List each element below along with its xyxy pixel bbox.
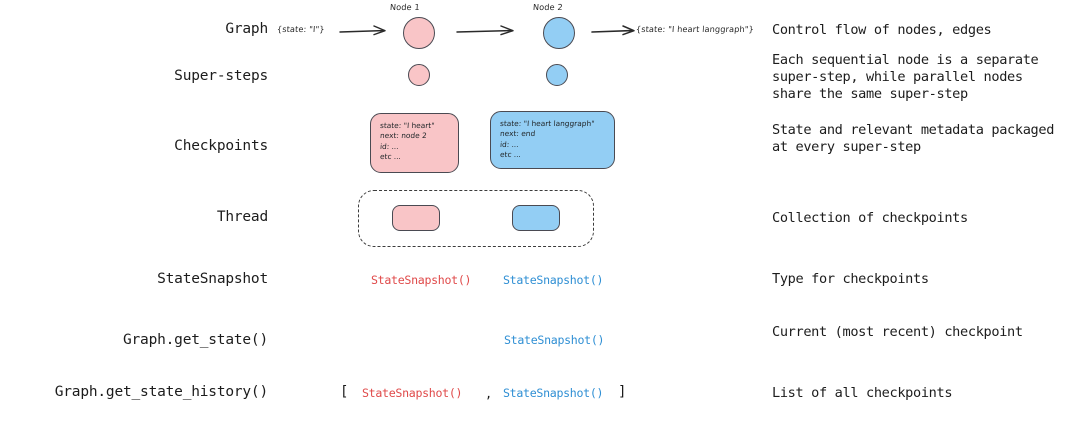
checkpoint-pink-line-4: etc ... [379,152,402,162]
checkpoint-pink-line-1: state: "I heart" [379,121,435,130]
node1-caption: Node 1 [389,2,421,12]
input-state-label: {state: "I"} [276,24,326,34]
get-state-token-blue: StateSnapshot() [504,333,605,347]
description-super-steps-line-2: super-step, while parallel nodes [772,69,1023,85]
description-get-state-line-1: Current (most recent) checkpoint [772,324,1023,340]
description-get-state-history-line-1: List of all checkpoints [772,385,953,401]
checkpoint-box-blue: state: "I heart langgraph" next: end id:… [490,111,615,169]
edge-arrow-1 [339,25,386,36]
history-token-pink: StateSnapshot() [362,386,463,400]
description-checkpoints-line-1: State and relevant metadata packaged [772,122,1055,138]
history-close-bracket: ] [618,384,627,400]
checkpoint-blue-line-2: next: end [499,129,536,139]
description-get-state-history: List of all checkpoints [772,385,1072,402]
checkpoint-blue-line-3: id: ... [499,139,520,149]
checkpoint-blue-line-4: etc ... [499,150,522,160]
checkpoint-blue-line-1: state: "I heart langgraph" [499,119,595,128]
checkpoint-pink-line-2: next: node 2 [379,131,428,141]
description-statesnapshot-line-1: Type for checkpoints [772,271,929,287]
thread-checkpoint-pink [392,205,440,231]
description-thread: Collection of checkpoints [772,210,1072,227]
description-graph: Control flow of nodes, edges [772,22,1072,39]
statesnapshot-token-blue: StateSnapshot() [503,273,604,287]
thread-checkpoint-blue [512,205,560,231]
description-get-state: Current (most recent) checkpoint [772,324,1072,341]
description-checkpoints: State and relevant metadata packaged at … [772,122,1072,156]
description-thread-line-1: Collection of checkpoints [772,210,968,226]
history-token-blue: StateSnapshot() [503,386,604,400]
description-super-steps-line-1: Each sequential node is a separate [772,52,1039,68]
super-step-node-2 [546,64,568,86]
node2-caption: Node 2 [532,2,564,12]
super-step-node-1 [408,64,430,86]
description-statesnapshot: Type for checkpoints [772,271,1072,288]
edge-arrow-2 [456,25,514,36]
description-graph-line-1: Control flow of nodes, edges [772,22,992,38]
history-open-bracket: [ [340,384,349,400]
description-super-steps-line-3: share the same super-step [772,86,968,102]
checkpoint-box-pink: state: "I heart" next: node 2 id: ... et… [370,113,459,173]
description-checkpoints-line-2: at every super-step [772,139,921,155]
edge-arrow-3 [591,25,635,36]
statesnapshot-token-pink: StateSnapshot() [371,273,472,287]
graph-node-2 [543,17,575,49]
history-comma: , [485,387,493,401]
checkpoint-pink-line-3: id: ... [379,141,400,151]
output-state-label: {state: "I heart langgraph"} [635,24,755,34]
graph-node-1 [403,17,435,49]
thread-container [358,190,594,247]
description-super-steps: Each sequential node is a separate super… [772,52,1072,103]
